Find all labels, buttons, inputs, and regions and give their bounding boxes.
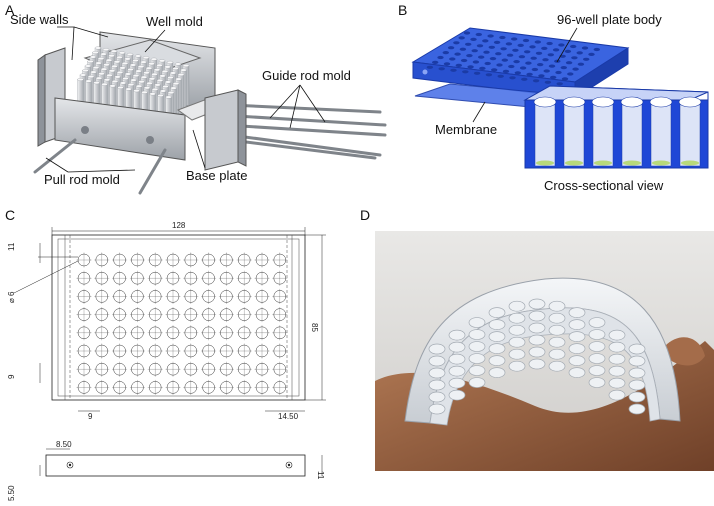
plate-illustration <box>411 27 709 169</box>
label-base-plate: Base plate <box>186 168 248 183</box>
label-side-walls: Side walls <box>10 12 69 27</box>
panel-c-letter: C <box>5 207 16 223</box>
plate-wells <box>426 31 600 86</box>
cross-section-wells <box>533 96 702 167</box>
label-well-mold: Well mold <box>146 14 203 29</box>
mold-assembly-illustration <box>33 26 387 195</box>
photo-flexible-plate <box>375 231 714 471</box>
panel-a-letter: A <box>5 2 15 18</box>
label-membrane: Membrane <box>435 122 498 137</box>
panel-b: B 96-well plate body Membrane Cross-sect… <box>395 0 714 200</box>
photo-wells <box>428 298 646 415</box>
panel-a: A <box>0 0 400 200</box>
dim-side-height: 11 <box>316 471 325 480</box>
panel-b-letter: B <box>398 2 408 18</box>
panel-d-letter: D <box>360 207 371 223</box>
dim-side-hole: 8.50 <box>56 440 72 449</box>
label-cross-section: Cross-sectional view <box>544 178 664 193</box>
dim-height: 85 <box>310 323 319 332</box>
label-pull-rod-mold: Pull rod mold <box>44 172 120 187</box>
dim-pitch-h: 9 <box>88 412 93 421</box>
technical-drawing: 128 85 11 ⌀ 6 9 9 14.50 8.50 11 5.50 <box>7 221 326 501</box>
panel-d: D <box>355 203 714 506</box>
well-grid <box>76 252 288 395</box>
label-guide-rod-mold: Guide rod mold <box>262 68 351 83</box>
label-plate-body: 96-well plate body <box>557 12 662 27</box>
dim-right-offset: 14.50 <box>278 412 299 421</box>
panel-c: C 128 85 11 ⌀ 6 9 9 14.50 <box>0 203 345 506</box>
dim-diameter: ⌀ 6 <box>7 291 16 303</box>
dim-side-bottom: 5.50 <box>7 485 16 501</box>
dim-width: 128 <box>172 221 186 230</box>
dim-pitch-v: 9 <box>7 374 16 379</box>
dim-top-offset: 11 <box>7 242 16 251</box>
